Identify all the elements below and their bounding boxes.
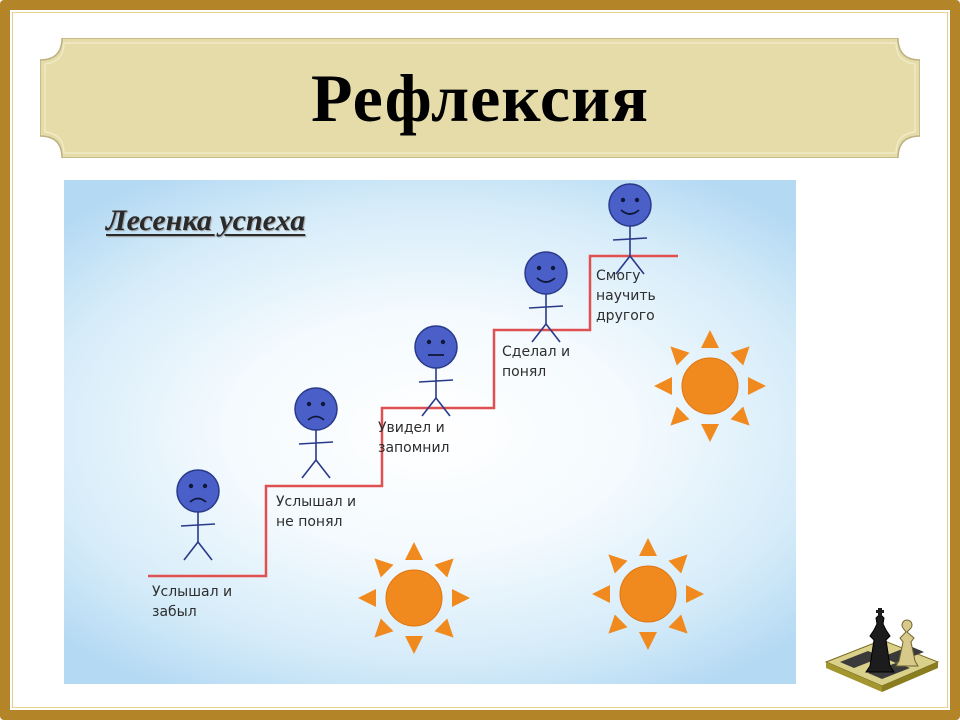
figure-leg — [301, 459, 317, 479]
step-label-5: Смогу научить другого — [596, 268, 656, 324]
stick-figure-2 — [294, 387, 338, 479]
figure-eye — [320, 401, 326, 407]
sun-icon — [654, 330, 766, 442]
figure-leg — [435, 397, 451, 417]
figure-eye — [202, 483, 208, 489]
figure-mouth — [620, 209, 640, 215]
figure-eye — [188, 483, 194, 489]
stair-line — [148, 254, 678, 578]
figure-leg — [315, 459, 331, 479]
sun-ray — [701, 330, 719, 348]
stick-figure-1 — [176, 469, 220, 561]
sun-ray — [686, 585, 704, 603]
sun-icon — [592, 538, 704, 650]
chess-pieces-icon — [824, 608, 940, 692]
figure-mouth — [189, 497, 207, 503]
stick-figure-3 — [414, 325, 458, 417]
figure-mouth — [536, 277, 556, 283]
figure-leg — [615, 255, 631, 275]
stair-steps — [148, 254, 678, 578]
figure-eye — [536, 265, 542, 271]
sun-ray — [592, 585, 610, 603]
sun-ray — [374, 558, 394, 578]
stick-figure-5 — [608, 183, 652, 275]
figure-eye — [440, 339, 446, 345]
step-label-4: Сделал и понял — [502, 344, 571, 380]
sun-ray — [668, 554, 688, 574]
figure-eye — [620, 197, 626, 203]
success-ladder-diagram: Лесенка успеха Услышал и забыл Услышал и… — [64, 180, 796, 684]
figure-head — [294, 387, 338, 431]
title-plaque: Рефлексия — [40, 38, 920, 158]
figure-leg — [421, 397, 437, 417]
sun-ray — [608, 614, 628, 634]
sun-disc — [385, 569, 443, 627]
sun-ray — [639, 538, 657, 556]
sun-ray — [434, 558, 454, 578]
figure-leg — [197, 541, 213, 561]
suns-layer — [358, 330, 766, 654]
figure-eye — [426, 339, 432, 345]
sun-ray — [358, 589, 376, 607]
figure-arms — [180, 523, 216, 527]
sun-ray — [730, 346, 750, 366]
figure-arms — [612, 237, 648, 241]
sun-icon — [358, 542, 470, 654]
figure-leg — [545, 323, 561, 343]
diagram-title: Лесенка успеха — [106, 204, 306, 237]
sun-disc — [619, 565, 677, 623]
step-label-3: Увидел и запомнил — [378, 420, 450, 456]
figure-leg — [183, 541, 199, 561]
figure-eye — [634, 197, 640, 203]
sun-ray — [452, 589, 470, 607]
stick-figure-4 — [524, 251, 568, 343]
figure-leg — [629, 255, 645, 275]
sun-ray — [639, 632, 657, 650]
figure-head — [176, 469, 220, 513]
slide-title: Рефлексия — [311, 59, 649, 136]
sun-ray — [374, 618, 394, 638]
sun-ray — [668, 614, 688, 634]
figure-arms — [528, 305, 564, 309]
sun-ray — [434, 618, 454, 638]
sun-ray — [405, 636, 423, 654]
figure-head — [524, 251, 568, 295]
sun-ray — [405, 542, 423, 560]
step-label-1: Услышал и забыл — [152, 584, 233, 620]
sun-ray — [701, 424, 719, 442]
figures-layer — [176, 183, 652, 561]
sun-ray — [748, 377, 766, 395]
figure-head — [608, 183, 652, 227]
figure-mouth — [307, 415, 325, 421]
step-label-2: Услышал и не понял — [276, 494, 357, 530]
figure-arms — [298, 441, 334, 445]
sun-ray — [730, 406, 750, 426]
figure-leg — [531, 323, 547, 343]
sun-ray — [608, 554, 628, 574]
figure-arms — [418, 379, 454, 383]
figure-eye — [306, 401, 312, 407]
sun-ray — [654, 377, 672, 395]
figure-head — [414, 325, 458, 369]
sun-ray — [670, 346, 690, 366]
figure-eye — [550, 265, 556, 271]
sun-disc — [681, 357, 739, 415]
sun-ray — [670, 406, 690, 426]
